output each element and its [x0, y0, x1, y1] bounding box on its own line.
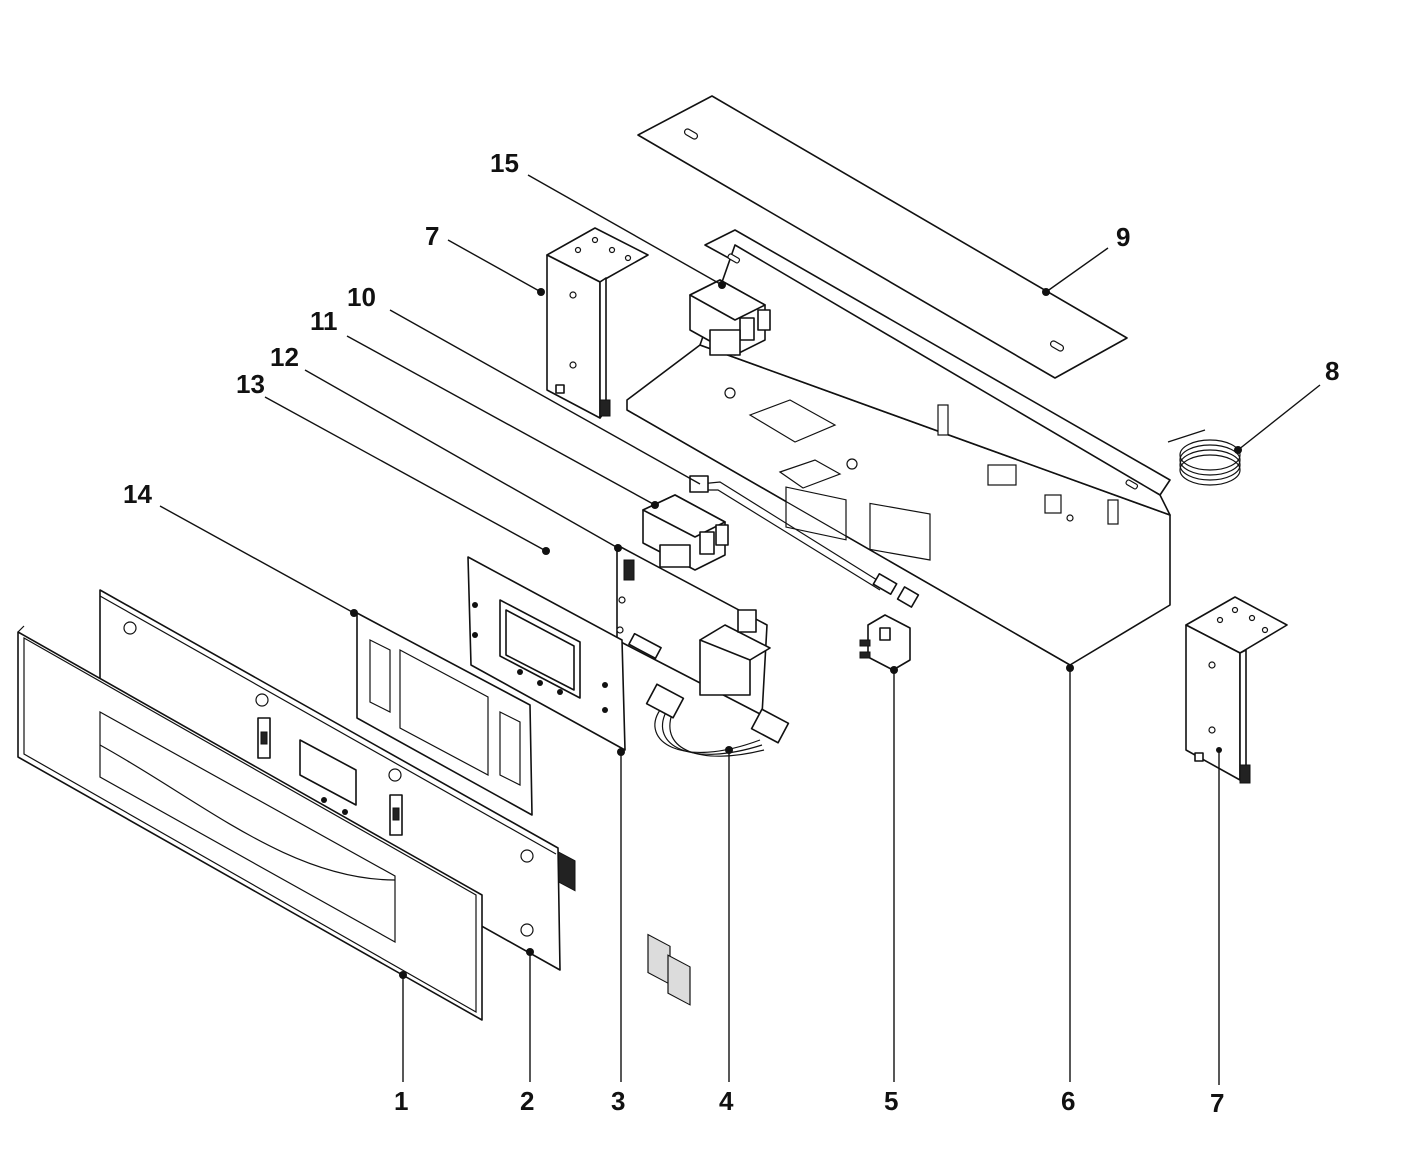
callout-14: 14 — [123, 479, 152, 509]
callout-13: 13 — [236, 369, 265, 399]
part-7-top-mounting-bracket — [537, 227, 649, 419]
part-7-right-mounting-bracket — [1185, 596, 1288, 784]
callout-5: 5 — [884, 1086, 898, 1116]
callout-7-top: 7 — [425, 221, 439, 251]
part-9-top-cover-plate — [637, 95, 1128, 379]
callout-4: 4 — [719, 1086, 734, 1116]
callout-11: 11 — [310, 306, 338, 336]
callout-8: 8 — [1325, 356, 1339, 386]
part-11-lower-relay — [642, 494, 729, 571]
callout-7-right: 7 — [1210, 1088, 1224, 1118]
part-1-glass-front-panel — [17, 625, 483, 1021]
callout-9: 9 — [1116, 222, 1130, 252]
part-14-gasket-frame — [350, 609, 533, 816]
part-4-wire-harness — [645, 683, 790, 757]
callout-6: 6 — [1061, 1086, 1075, 1116]
callout-2: 2 — [520, 1086, 534, 1116]
part-12-main-control-board — [614, 544, 771, 1006]
callout-1: 1 — [394, 1086, 408, 1116]
callout-3: 3 — [611, 1086, 625, 1116]
part-15-upper-relay — [689, 279, 771, 356]
callout-12: 12 — [270, 342, 299, 372]
callout-15: 15 — [490, 148, 519, 178]
callout-10: 10 — [347, 282, 376, 312]
leader-lines — [159, 174, 1321, 1085]
part-8-capillary-coil — [1167, 429, 1242, 486]
part-5-terminal-block — [859, 614, 911, 674]
part-10-wire-harness — [689, 475, 920, 608]
callout-labels: 1 2 3 4 5 6 7 7 8 9 10 11 12 13 14 15 — [123, 148, 1339, 1118]
part-6-control-bracket — [626, 229, 1171, 666]
